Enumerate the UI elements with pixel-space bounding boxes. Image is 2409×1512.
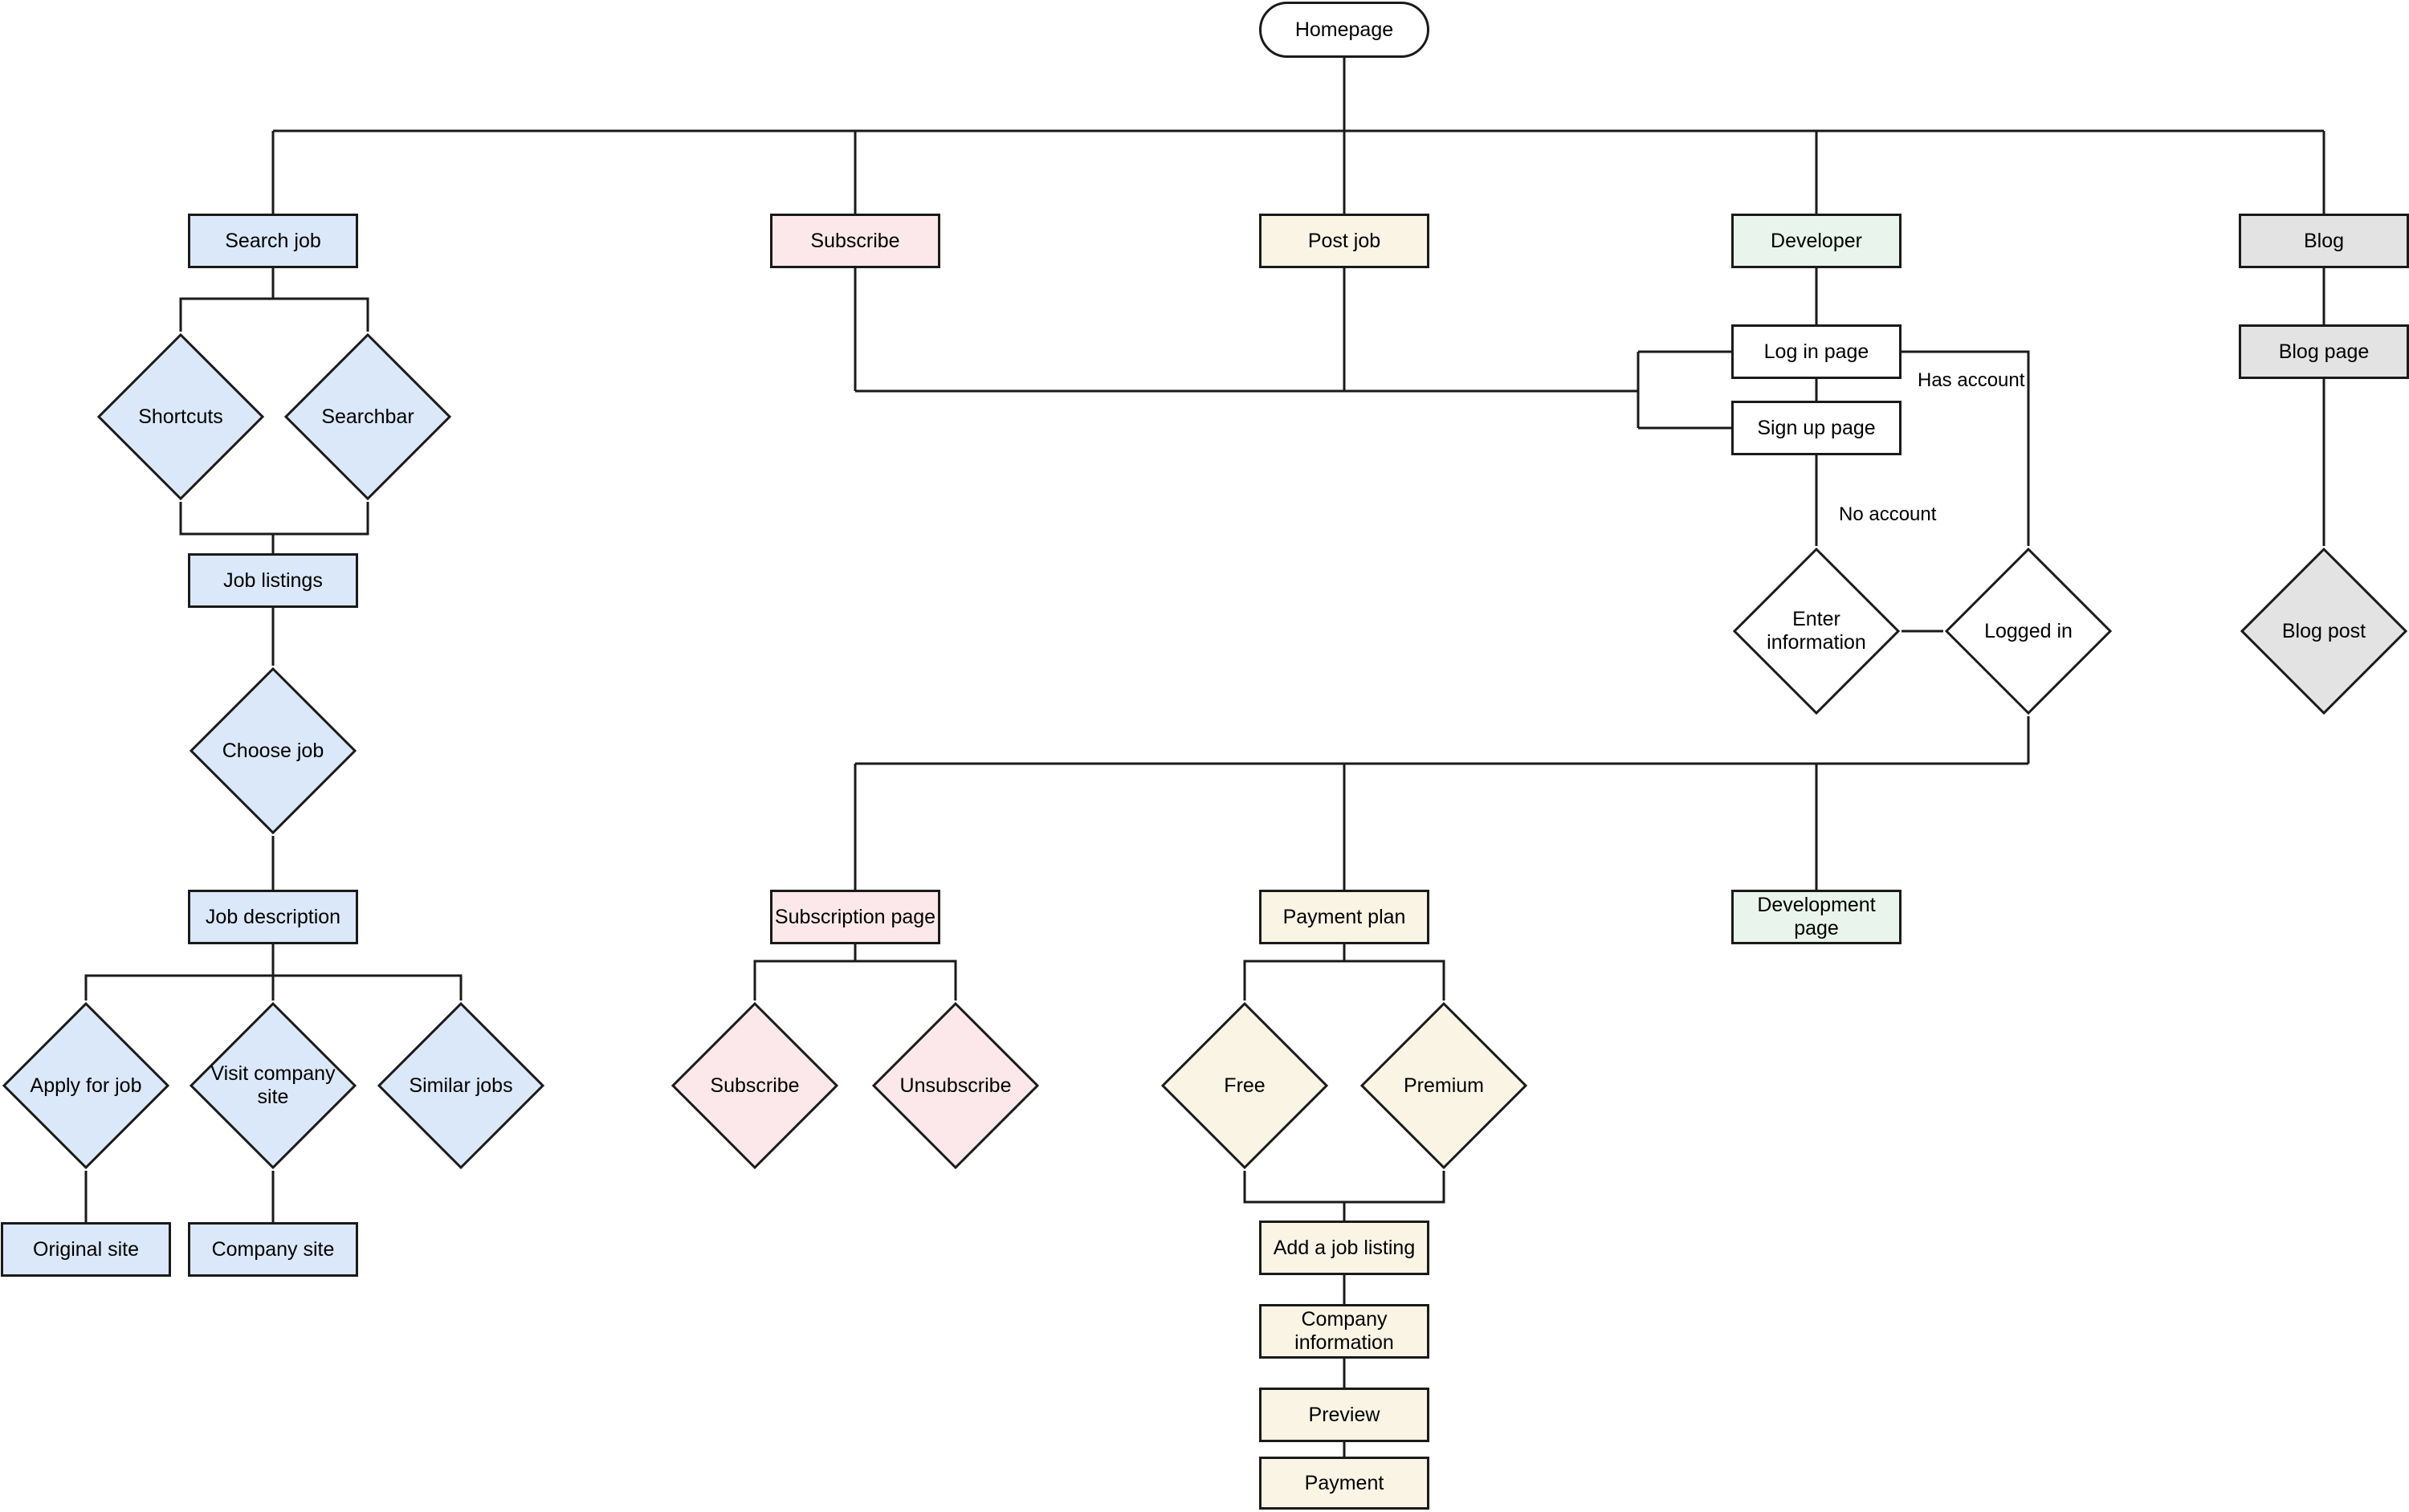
node-sign-up-page[interactable]: Sign up page (1731, 401, 1902, 455)
node-visit-company-site-label: Visit company site (210, 1062, 336, 1108)
node-premium[interactable]: Premium (1359, 1001, 1529, 1171)
diamond-shape (377, 1001, 545, 1170)
node-shortcuts[interactable]: Shortcuts (96, 332, 266, 502)
node-company-information[interactable]: Company information (1259, 1304, 1429, 1359)
node-blog[interactable]: Blog (2239, 214, 2409, 268)
node-developer-label: Developer (1771, 229, 1862, 252)
node-development-page-label: Development page (1757, 894, 1876, 939)
node-free-label: Free (1224, 1074, 1266, 1097)
node-visit-company-site[interactable]: Visit company site (188, 1001, 358, 1171)
diamond-shape (1944, 547, 2113, 715)
connector-free-premium-merge (1243, 1171, 1445, 1221)
node-post-job[interactable]: Post job (1259, 214, 1429, 268)
diamond-shape (1359, 1001, 1528, 1170)
diamond-shape (871, 1001, 1040, 1170)
node-payment-plan[interactable]: Payment plan (1259, 890, 1429, 944)
node-subscription-page-label: Subscription page (774, 905, 936, 928)
diamond-shape (1732, 547, 1901, 715)
node-apply-for-job-label: Apply for job (30, 1074, 142, 1097)
node-search-job-label: Search job (225, 229, 321, 252)
connector-login-bracket (1637, 350, 1731, 430)
node-subscribe-label: Subscribe (810, 229, 900, 252)
diamond-shape (2, 1001, 170, 1170)
node-blog-label: Blog (2303, 229, 2345, 252)
node-free[interactable]: Free (1160, 1001, 1330, 1171)
node-blog-page[interactable]: Blog page (2239, 324, 2409, 379)
connector-loggedin-level2 (854, 716, 2030, 890)
node-blog-post-label: Blog post (2281, 619, 2366, 642)
edge-label-no-account: No account (1839, 503, 1937, 525)
node-homepage-label: Homepage (1294, 18, 1394, 41)
node-add-a-job-listing[interactable]: Add a job listing (1259, 1221, 1429, 1275)
node-unsubscribe-option-label: Unsubscribe (899, 1074, 1012, 1097)
node-shortcuts-label: Shortcuts (138, 405, 223, 428)
diamond-shape (189, 1001, 357, 1170)
node-homepage[interactable]: Homepage (1259, 2, 1429, 58)
node-logged-in-label: Logged in (1984, 619, 2073, 642)
node-preview-label: Preview (1308, 1403, 1380, 1426)
node-subscription-page[interactable]: Subscription page (770, 890, 940, 944)
node-subscribe-option[interactable]: Subscribe (670, 1001, 840, 1171)
connector-site-links (84, 1171, 275, 1222)
node-company-site-label: Company site (211, 1237, 335, 1261)
node-apply-for-job[interactable]: Apply for job (1, 1001, 171, 1171)
node-job-description-label: Job description (205, 905, 341, 928)
node-sign-up-page-label: Sign up page (1757, 416, 1876, 439)
connector-searchjob-merge (179, 502, 369, 553)
node-enter-information-label: Enter information (1767, 608, 1866, 654)
node-subscribe[interactable]: Subscribe (770, 214, 940, 268)
diamond-shape (283, 332, 452, 501)
node-add-a-job-listing-label: Add a job listing (1273, 1236, 1416, 1259)
diamond-shape (2240, 547, 2408, 715)
node-original-site-label: Original site (33, 1237, 139, 1261)
connector-homepage-trunk (271, 58, 2325, 214)
connector-paymentplan-split (1243, 944, 1445, 1001)
node-log-in-page[interactable]: Log in page (1731, 324, 1902, 379)
connector-has-account (1902, 350, 2030, 546)
node-choose-job[interactable]: Choose job (188, 666, 358, 836)
node-logged-in[interactable]: Logged in (1943, 546, 2113, 716)
node-log-in-page-label: Log in page (1763, 340, 1869, 363)
node-company-site[interactable]: Company site (188, 1222, 358, 1277)
node-payment-plan-label: Payment plan (1282, 905, 1406, 928)
node-job-description[interactable]: Job description (188, 890, 358, 944)
node-similar-jobs[interactable]: Similar jobs (376, 1001, 546, 1171)
node-company-information-label: Company information (1294, 1308, 1394, 1354)
diamond-shape (189, 666, 357, 835)
node-searchbar-label: Searchbar (321, 405, 414, 428)
node-blog-page-label: Blog page (2278, 340, 2370, 363)
node-enter-information[interactable]: Enter information (1731, 546, 1902, 716)
diamond-shape (1160, 1001, 1329, 1170)
node-job-listings[interactable]: Job listings (188, 553, 358, 608)
node-post-job-label: Post job (1307, 229, 1381, 252)
node-payment[interactable]: Payment (1259, 1457, 1429, 1510)
node-original-site[interactable]: Original site (1, 1222, 171, 1277)
node-developer[interactable]: Developer (1731, 214, 1902, 268)
diamond-shape (671, 1001, 839, 1170)
node-searchbar[interactable]: Searchbar (283, 332, 453, 502)
node-payment-label: Payment (1304, 1471, 1384, 1494)
edge-label-has-account: Has account (1918, 369, 2025, 391)
node-premium-label: Premium (1403, 1074, 1484, 1097)
connector-subscription-split (753, 944, 957, 1001)
node-unsubscribe-option[interactable]: Unsubscribe (870, 1001, 1041, 1171)
node-job-listings-label: Job listings (223, 569, 323, 592)
node-blog-post[interactable]: Blog post (2239, 546, 2409, 716)
connector-subscribe-postjob-to-login (854, 268, 1638, 393)
node-choose-job-label: Choose job (222, 739, 324, 762)
node-development-page[interactable]: Development page (1731, 890, 1902, 944)
node-subscribe-option-label: Subscribe (710, 1074, 800, 1097)
connector-searchjob-split (179, 268, 369, 332)
node-preview[interactable]: Preview (1259, 1388, 1429, 1442)
connector-jobdescription-split (84, 974, 463, 1001)
node-search-job[interactable]: Search job (188, 214, 358, 268)
diamond-shape (96, 332, 265, 501)
node-similar-jobs-label: Similar jobs (409, 1074, 513, 1097)
